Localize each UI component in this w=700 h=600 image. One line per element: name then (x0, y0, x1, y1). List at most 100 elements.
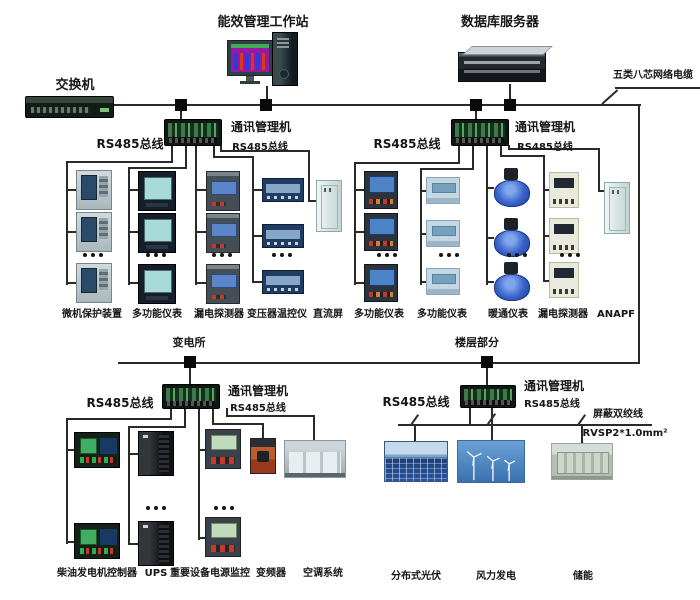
energy-storage-photo (551, 443, 613, 480)
wire (128, 426, 186, 428)
label-switch: 交换机 (55, 78, 95, 93)
label-renewable-device-0: 分布式光伏 (391, 571, 441, 582)
hvac-flow-meter-device (492, 218, 531, 258)
wire (266, 86, 268, 106)
wire (170, 408, 172, 420)
ellipsis-dots (439, 253, 459, 257)
floor-leakage-detector-device (549, 218, 579, 254)
wire (354, 231, 366, 233)
wire (189, 367, 191, 386)
floor-multifunction-meter-device (364, 171, 398, 209)
floor-mini-meter-device (426, 177, 460, 204)
label-power-device-2: 重要设备电源监控 (170, 568, 250, 579)
wire (601, 89, 619, 105)
wire (184, 408, 186, 428)
wire (420, 233, 428, 235)
floor-mini-meter-device (426, 268, 460, 295)
label-comm-manager-1: 通讯管理机 (230, 120, 292, 134)
wire (398, 424, 652, 426)
wire (195, 231, 207, 233)
wire (66, 189, 78, 191)
wire (354, 282, 366, 284)
label-rs485-bold-3: RS485总线 (86, 396, 154, 410)
multifunction-meter-device (138, 213, 176, 253)
multifunction-meter-device (138, 264, 176, 304)
label-substation-device-2: 漏电探测器 (194, 309, 244, 320)
vfd-device (250, 438, 276, 474)
wire (220, 145, 222, 152)
power-monitor-meter-device (205, 429, 241, 469)
wire (420, 168, 422, 285)
label-renewable-device-1: 风力发电 (476, 571, 516, 582)
wire (195, 145, 197, 285)
ellipsis-dots (377, 253, 397, 257)
wire (598, 190, 606, 192)
wire (252, 235, 264, 237)
wire (486, 281, 494, 283)
wire (128, 426, 130, 545)
wire (66, 231, 78, 233)
wire (66, 449, 76, 451)
junction-node (504, 99, 516, 111)
label-db-server: 数据库服务器 (460, 15, 540, 30)
wire (486, 187, 494, 189)
junction-node (175, 99, 187, 111)
wire (486, 145, 488, 285)
label-network-cable: 五类八芯网络电缆 (613, 70, 693, 81)
label-floor-device-2: 暖通仪表 (488, 309, 528, 320)
comm-manager-device (451, 119, 509, 146)
label-substation-device-1: 多功能仪表 (132, 309, 182, 320)
wire (472, 145, 474, 170)
workstation-monitor (227, 40, 273, 76)
monitor-stand (246, 76, 254, 81)
label-floor-device-4: ANAPF (596, 309, 636, 320)
floor-mini-meter-device (426, 220, 460, 247)
wire (469, 407, 471, 426)
floor-leakage-detector-device (549, 172, 579, 208)
wire (262, 423, 264, 439)
wire (118, 362, 640, 364)
wire (198, 449, 207, 451)
wire (66, 161, 173, 163)
label-power-device-3: 变频器 (256, 568, 286, 579)
leakage-detector-device (206, 264, 240, 304)
ellipsis-dots (507, 253, 527, 257)
wire (509, 84, 511, 106)
ethernet-switch-device (25, 96, 114, 118)
floor-multifunction-meter-device (364, 213, 398, 251)
diesel-generator-controller-device (74, 432, 120, 468)
wire (543, 155, 545, 281)
wire (486, 367, 488, 386)
label-rs485-bold-4: RS485总线 (382, 395, 450, 409)
wire (128, 282, 140, 284)
label-power-device-0: 柴油发电机控制器 (57, 568, 137, 579)
wire (475, 110, 477, 122)
wire (308, 200, 318, 202)
hvac-flow-meter-device (492, 168, 531, 208)
wire (508, 145, 510, 150)
solar-pv-photo (384, 441, 448, 482)
junction-node (481, 356, 493, 368)
wire (420, 168, 474, 170)
ellipsis-dots (212, 253, 232, 257)
wire (543, 189, 551, 191)
label-comm-manager-3: 通讯管理机 (227, 384, 289, 398)
wire (185, 145, 187, 169)
wire (198, 408, 200, 540)
wire (128, 167, 187, 169)
wire (66, 418, 68, 544)
wire (195, 282, 207, 284)
comm-manager-device (164, 119, 222, 146)
ellipsis-dots (272, 253, 292, 257)
protection-relay-device (76, 170, 112, 210)
wire (308, 150, 310, 202)
protection-relay-device (76, 212, 112, 252)
wire (195, 189, 207, 191)
wire (212, 408, 214, 425)
transformer-temp-controller-device (262, 178, 304, 202)
wire (543, 235, 551, 237)
hvac-flow-meter-device (492, 262, 531, 302)
monitor-stand (240, 81, 260, 84)
ellipsis-dots (146, 253, 166, 257)
